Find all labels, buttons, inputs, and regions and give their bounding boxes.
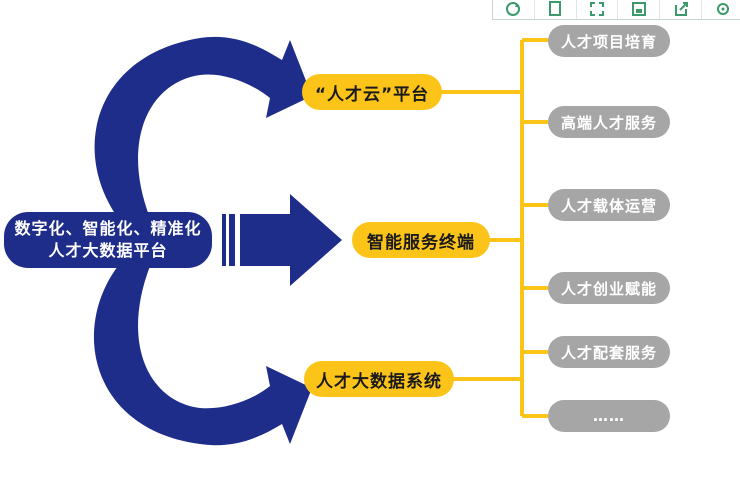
middle-node-smart-terminal: 智能服务终端 xyxy=(352,222,490,258)
copy-icon[interactable] xyxy=(535,0,577,19)
source-line-2: 人才大数据平台 xyxy=(48,241,168,260)
save-icon[interactable] xyxy=(618,0,661,19)
curved-arrow-lower xyxy=(93,266,313,446)
diagram-toolbar xyxy=(492,0,740,20)
arrow-stripe-2 xyxy=(229,214,235,266)
middle-node-talent-cloud: “人才云”平台 xyxy=(302,74,442,110)
right-node-1: 人才项目培育 xyxy=(548,25,670,57)
source-node: 数字化、智能化、精准化 人才大数据平台 xyxy=(4,212,212,268)
right-node-2: 高端人才服务 xyxy=(548,106,670,138)
right-node-ellipsis: …… xyxy=(548,400,670,432)
refresh-icon[interactable] xyxy=(493,0,535,19)
middle-node-big-data-system: 人才大数据系统 xyxy=(304,361,454,397)
fullscreen-icon[interactable] xyxy=(577,0,619,19)
right-node-4: 人才创业赋能 xyxy=(548,272,670,304)
settings-icon[interactable] xyxy=(702,0,740,19)
straight-arrow xyxy=(240,194,342,286)
export-icon[interactable] xyxy=(660,0,703,19)
source-line-1: 数字化、智能化、精准化 xyxy=(14,219,202,238)
curved-arrow-upper xyxy=(94,36,313,218)
right-node-3: 人才载体运营 xyxy=(548,189,670,221)
right-node-5: 人才配套服务 xyxy=(548,336,670,368)
arrow-stripe-1 xyxy=(222,214,226,266)
